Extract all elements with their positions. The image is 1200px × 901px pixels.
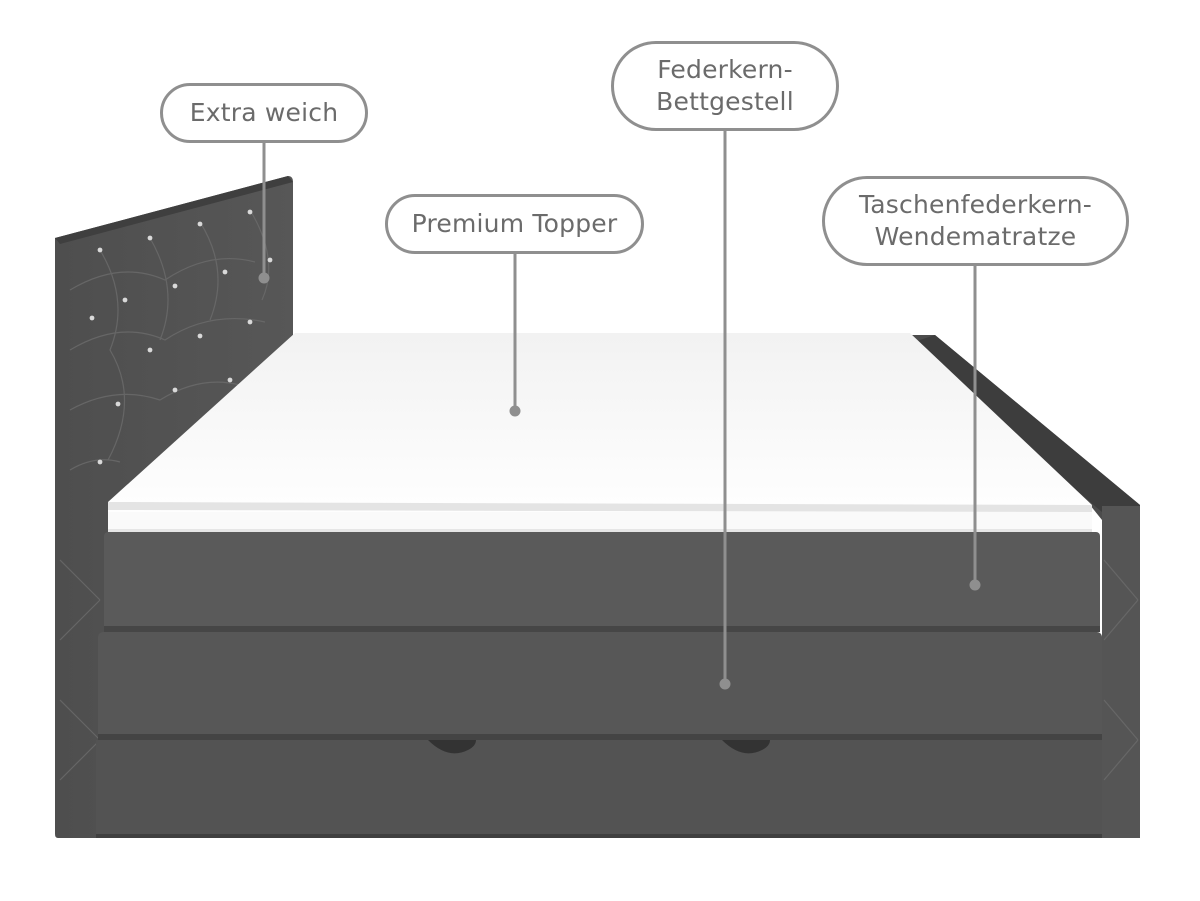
- side-rail: [905, 335, 1140, 838]
- callout-label-line-2: Wendematratze: [874, 222, 1077, 251]
- headboard: [55, 176, 293, 838]
- box-spring: [98, 632, 1102, 740]
- callout-label: Extra weich: [189, 98, 339, 127]
- callout-taschenfederkern-wendematratze: Taschenfederkern- Wendematratze: [822, 176, 1129, 266]
- callout-label-line-2: Bettgestell: [656, 87, 794, 116]
- callout-federkern-bettgestell: Federkern- Bettgestell: [611, 41, 839, 131]
- mattress: [104, 532, 1100, 632]
- leader-lines: [262, 131, 977, 683]
- callout-premium-topper: Premium Topper: [385, 194, 644, 254]
- callout-extra-weich: Extra weich: [160, 83, 368, 143]
- callout-label: Premium Topper: [411, 209, 618, 238]
- topper: [108, 333, 1092, 532]
- callout-label-line-1: Federkern-: [657, 55, 793, 84]
- leader-dots: [258, 272, 981, 690]
- drawer: [96, 740, 1102, 838]
- callout-label-line-1: Taschenfederkern-: [858, 190, 1093, 219]
